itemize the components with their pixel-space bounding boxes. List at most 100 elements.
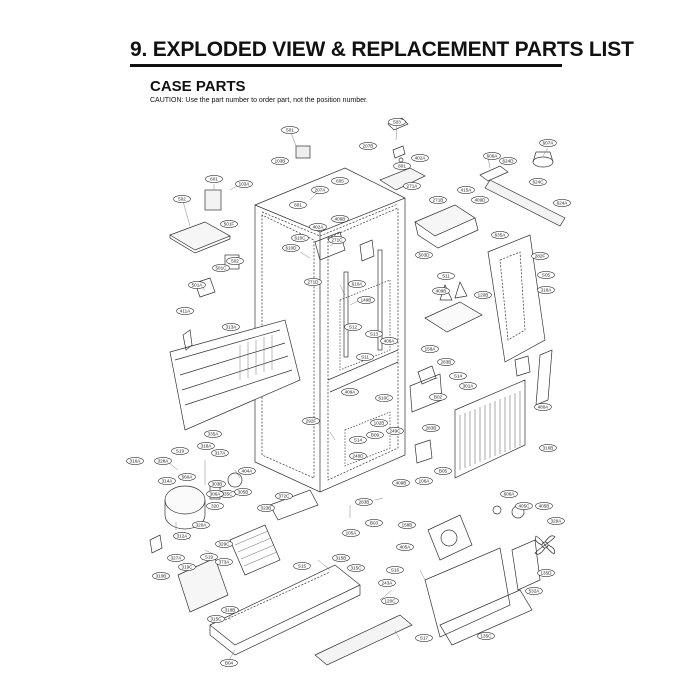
callout-label: 271D bbox=[308, 280, 320, 285]
callout-label: 335A bbox=[208, 432, 220, 437]
callout-b02: B02 bbox=[429, 393, 447, 401]
callout-oval bbox=[477, 632, 495, 640]
callout-label: 635A bbox=[495, 233, 507, 238]
callout-283b-mid: 283B bbox=[422, 424, 440, 432]
callout-label: 610C bbox=[295, 236, 307, 241]
callout-label: 103A bbox=[239, 182, 251, 187]
callout-oval bbox=[332, 554, 350, 562]
callout-327a: 327A bbox=[167, 554, 185, 562]
callout-312a: 312A bbox=[173, 532, 191, 540]
callout-oval bbox=[311, 186, 329, 194]
callout-oval bbox=[355, 498, 373, 506]
callout-oval bbox=[331, 215, 349, 223]
callout-label: 320 bbox=[211, 504, 219, 509]
callout-oval bbox=[437, 358, 455, 366]
callout-oval bbox=[302, 417, 320, 425]
callout-oval bbox=[370, 419, 388, 427]
callout-560a: 560A bbox=[178, 473, 196, 481]
callout-oval bbox=[537, 569, 555, 577]
callout-b04: B04 bbox=[220, 659, 238, 667]
callout-label: 610C bbox=[379, 396, 391, 401]
callout-label: 372C bbox=[279, 494, 291, 499]
callout-610d: 610D bbox=[282, 244, 300, 252]
callout-oval bbox=[158, 477, 176, 485]
callout-oval bbox=[211, 449, 229, 457]
callout-label: 102B bbox=[374, 421, 385, 426]
callout-oval bbox=[553, 199, 571, 207]
callout-label: 610D bbox=[286, 246, 298, 251]
callout-label: 313A bbox=[226, 325, 238, 330]
callout-607a: 607A bbox=[539, 139, 557, 147]
callout-label: 606A bbox=[504, 492, 516, 497]
callout-label: 624C bbox=[533, 180, 545, 185]
callout-532a: 532A bbox=[525, 587, 543, 595]
callout-label: 406B bbox=[335, 217, 346, 222]
callout-301a: 301A bbox=[459, 382, 477, 390]
callout-oval bbox=[529, 178, 547, 186]
callout-406b: 406B bbox=[331, 215, 349, 223]
compressor-area bbox=[149, 472, 319, 576]
callout-oval bbox=[347, 564, 365, 572]
callout-313a: 313A bbox=[222, 323, 240, 331]
callout-label: 409B bbox=[396, 481, 407, 486]
callout-oval bbox=[411, 154, 429, 162]
callout-label: S14 bbox=[454, 374, 463, 379]
callout-oval bbox=[215, 558, 233, 566]
callout-label: 243A bbox=[382, 581, 394, 586]
callout-label: 105A bbox=[346, 531, 358, 536]
callout-label: 624D bbox=[503, 159, 515, 164]
callout-label: 415A bbox=[461, 188, 473, 193]
callout-label: 158A bbox=[425, 347, 437, 352]
callout-label: 249C bbox=[390, 429, 402, 434]
callout-oval bbox=[375, 394, 393, 402]
callout-label: 135D bbox=[541, 571, 553, 576]
callout-oval bbox=[386, 427, 404, 435]
callout-label: 606A bbox=[487, 154, 499, 159]
callout-405c: 405C bbox=[515, 502, 533, 510]
callout-label: S19 bbox=[205, 555, 214, 560]
callout-oval bbox=[154, 457, 172, 465]
callout-label: 103B bbox=[275, 159, 286, 164]
callout-oval bbox=[396, 543, 414, 551]
callout-label: 207B bbox=[363, 144, 374, 149]
callout-oval bbox=[398, 521, 416, 529]
callout-s15: S15 bbox=[293, 562, 311, 570]
callout-oval bbox=[415, 251, 433, 259]
callout-oval bbox=[539, 444, 557, 452]
callout-label: 207A bbox=[315, 188, 327, 193]
callout-624a: 624A bbox=[553, 199, 571, 207]
callout-label: 801 bbox=[398, 164, 406, 169]
right-top-rail bbox=[479, 151, 566, 227]
callout-oval bbox=[483, 152, 501, 160]
callout-label: B03 bbox=[370, 521, 379, 526]
callout-610c-mid: 610C bbox=[375, 394, 393, 402]
callout-503d: 503D bbox=[415, 251, 433, 259]
callout-oval bbox=[432, 287, 450, 295]
callout-601: 601 bbox=[205, 175, 223, 183]
callout-label: 282F bbox=[535, 254, 546, 259]
callout-411a: 411A bbox=[176, 307, 194, 315]
callout-501f: 501F bbox=[220, 220, 238, 228]
callout-label: 402A bbox=[415, 156, 427, 161]
callout-label: 317A bbox=[215, 451, 227, 456]
callout-s19-low: S19 bbox=[200, 553, 218, 561]
callout-label: 301A bbox=[463, 384, 475, 389]
callout-oval bbox=[499, 157, 517, 165]
callout-oval bbox=[200, 553, 218, 561]
callout-label: 271B bbox=[433, 198, 444, 203]
callout-label: 149B bbox=[361, 298, 372, 303]
callout-label: S05 bbox=[542, 273, 551, 278]
callout-oval bbox=[386, 566, 404, 574]
callout-oval bbox=[221, 606, 239, 614]
callout-label: 283B bbox=[426, 426, 437, 431]
callout-label: B05 bbox=[439, 469, 448, 474]
callout-oval bbox=[403, 182, 421, 190]
callout-label: 306A bbox=[210, 492, 222, 497]
callout-oval bbox=[291, 234, 309, 242]
callout-oval bbox=[421, 345, 439, 353]
callout-503: 503 bbox=[388, 118, 406, 126]
callout-319c: 319C bbox=[178, 563, 196, 571]
callout-316b: 316B bbox=[539, 444, 557, 452]
callout-label: S19 bbox=[176, 449, 185, 454]
callout-label: 411A bbox=[180, 309, 191, 314]
